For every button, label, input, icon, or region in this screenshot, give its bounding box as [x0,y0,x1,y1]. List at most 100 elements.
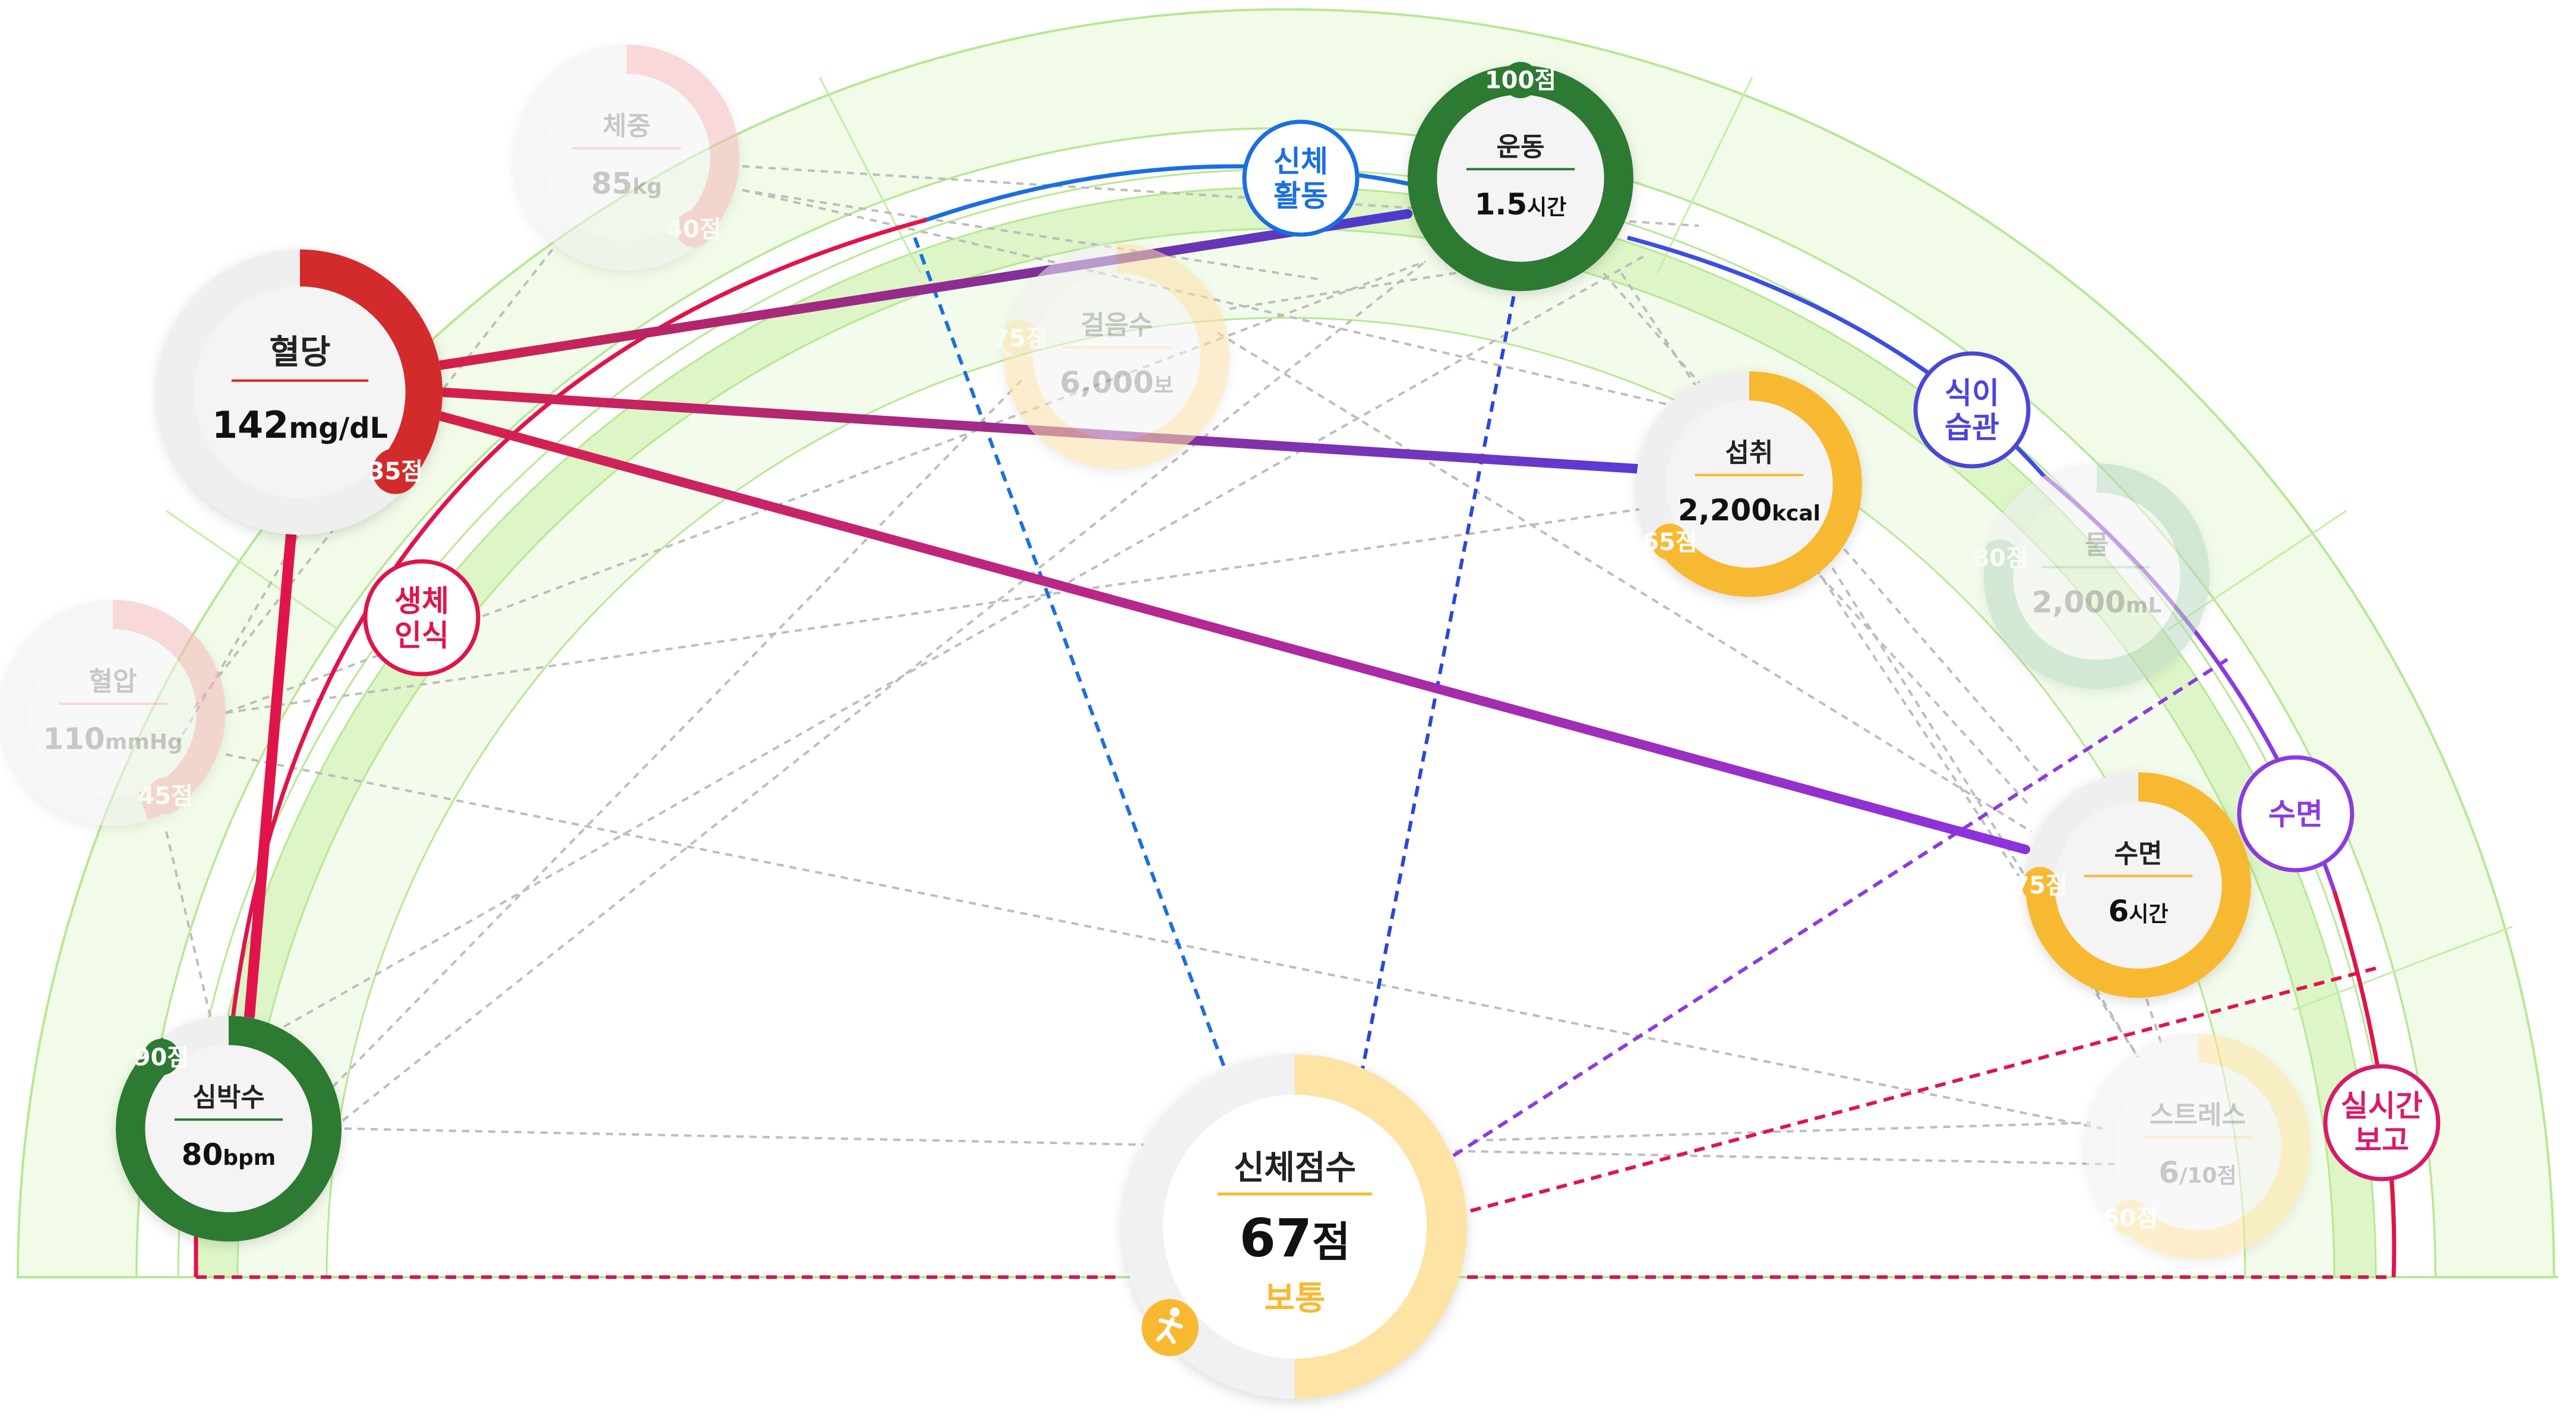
score-badge-text: 75점 [2012,872,2067,899]
center-title: 신체점수 [1234,1149,1356,1187]
metric-node-glucose[interactable]: 혈당 142mg/dL 35점 [157,249,443,535]
node-inner [29,629,197,797]
metric-node-bp[interactable]: 혈압 110mmHg 45점 [0,600,226,826]
center-links [196,236,2394,1279]
node-label: 물 [2085,530,2109,560]
node-inner [194,286,406,498]
category-label: 생체 [394,584,449,618]
score-badge-text: 40점 [666,216,721,243]
category-label: 실시간 [2341,1089,2423,1123]
node-progress-arc [299,249,442,476]
score-badge-dot [147,777,184,814]
node-value: 80bpm [182,1138,276,1172]
score-badge: 45점 [138,777,193,814]
metric-node-exercise[interactable]: 운동 1.5시간 100점 [1407,62,1633,292]
node-inner [1665,400,1833,568]
score-badge-text: 100점 [1485,67,1556,94]
score-badge-text: 60점 [2103,1205,2158,1232]
node-value: 2,200kcal [1678,493,1820,527]
score-badge-text: 35점 [368,458,423,485]
node-value: 1.5시간 [1475,187,1567,222]
category-ring [363,559,481,677]
category-label: 인식 [394,618,449,653]
score-badge: 65점 [1642,523,1698,560]
walking-person-icon [1142,1299,1199,1356]
node-progress-arc [2025,772,2251,998]
category-ring [1913,351,2031,469]
activity-arc [925,164,1438,222]
node-value: 142mg/dL [212,403,388,447]
category-ring [1242,119,1360,237]
node-progress-arc [626,45,739,249]
node-label: 스트레스 [2150,1100,2246,1130]
score-badge-dot [143,1038,180,1076]
category-ring [2237,755,2354,873]
score-badge-text: 65점 [1642,529,1697,556]
center-inner [1163,1095,1427,1359]
category-label: 식이 [1945,376,1999,410]
center-status: 보통 [1264,1279,1325,1318]
category-label: 신체 [1273,144,1328,179]
node-progress-arc [1004,244,1229,469]
metric-node-heart[interactable]: 심박수 80bpm 90점 [115,1015,342,1241]
score-badge-text: 45점 [138,783,192,810]
score-badge: 75점 [2012,867,2068,903]
score-badge-dot [1001,320,1039,356]
node-value: 85kg [591,166,662,201]
node-label: 심박수 [192,1082,264,1113]
node-label: 혈압 [89,666,137,697]
node-progress-arc [1408,65,1633,291]
metric-node-steps[interactable]: 걸음수 6,000보 75점 [993,244,1229,470]
score-badge-dot [372,448,419,494]
score-badge-dot [1982,539,2019,576]
score-badge: 40점 [666,210,721,248]
center-progress-arc [1294,1054,1467,1399]
score-badge: 80점 [1973,539,2028,576]
score-badge-text: 80점 [1973,545,2027,572]
category-label: 활동 [1273,179,1328,213]
metric-node-sleep[interactable]: 수면 6시간 75점 [2012,772,2251,998]
score-badge-dot [1502,62,1539,99]
node-value: 6시간 [2108,894,2168,928]
node-value: 6/10점 [2158,1155,2236,1190]
category-ring [2323,1064,2441,1181]
score-badge: 60점 [2103,1199,2158,1237]
node-value: 110mmHg [43,722,182,756]
node-inner [2013,492,2180,660]
node-label: 운동 [1497,132,1545,162]
node-inner [2114,1063,2281,1230]
node-progress-arc [116,1016,342,1241]
score-badge: 90점 [134,1038,189,1076]
score-badge: 75점 [993,320,1048,356]
node-label: 체중 [603,111,651,141]
node-label: 혈당 [269,333,330,372]
node-label: 수면 [2114,839,2163,869]
center-score: 67점 [1240,1208,1351,1269]
score-badge: 35점 [368,448,423,494]
score-badge-text: 90점 [134,1044,189,1072]
score-badge-dot [2112,1199,2149,1237]
node-progress-arc [2131,1034,2311,1259]
category-badge-sleep[interactable]: 수면 [2237,755,2354,873]
node-label: 섭취 [1725,438,1774,468]
node-inner [2055,801,2222,969]
node-value: 6,000보 [1060,365,1173,400]
node-inner [145,1045,312,1212]
inner-band [236,228,2335,1278]
score-badge-text: 75점 [993,325,1047,352]
node-inner [543,74,710,241]
node-inner [1033,273,1200,440]
category-label: 습관 [1945,410,1999,445]
node-label: 걸음수 [1080,310,1152,340]
